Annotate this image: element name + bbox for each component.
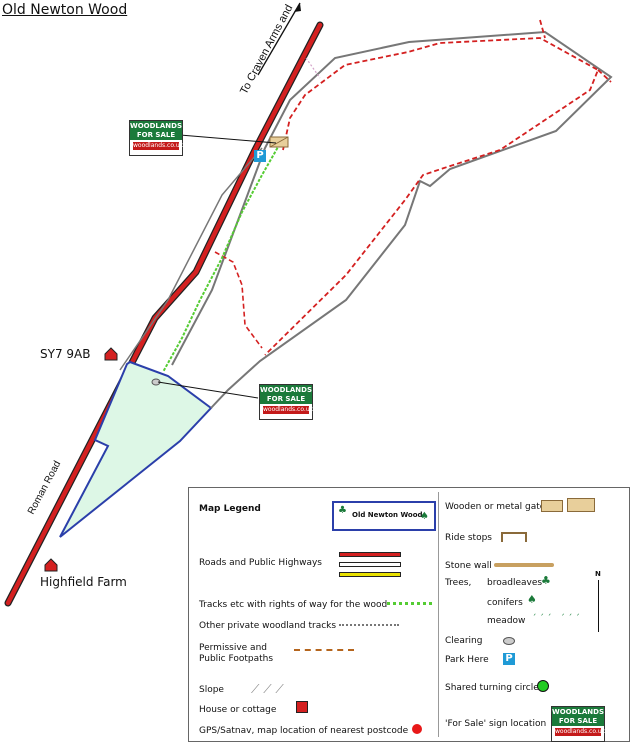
wood-boundary-north <box>539 19 546 39</box>
wood-boundary-dashed <box>264 37 600 356</box>
legend-house-icon <box>296 701 308 713</box>
house-icon-postcode <box>104 347 118 361</box>
sign-url: woodlands.co.uk <box>133 142 184 150</box>
legend-forsale-label: 'For Sale' sign location <box>445 719 547 729</box>
legend-clearing-label: Clearing <box>445 636 483 646</box>
legend-house-label: House or cottage <box>199 705 277 715</box>
sign-url: woodlands.co.uk <box>263 406 314 414</box>
sign-line2: FOR SALE <box>136 131 176 139</box>
map-legend: Map Legend ♣ Old Newton Wood ♠ Roads and… <box>188 487 630 742</box>
sign-line1: WOODLANDS <box>130 122 183 130</box>
woodland-area <box>59 360 213 538</box>
legend-divider <box>438 492 439 737</box>
legend-slope-label: Slope <box>199 685 224 695</box>
legend-wood-name: Old Newton Wood <box>352 511 423 519</box>
sign-line1: WOODLANDS <box>260 386 313 394</box>
direction-arrow <box>257 2 301 76</box>
boundary-pink-north <box>305 57 321 79</box>
legend-wood-box: ♣ Old Newton Wood ♠ <box>332 501 436 531</box>
legend-trees-label: Trees, <box>445 578 472 588</box>
legend-park-label: Park Here <box>445 655 489 665</box>
direction-arrowhead <box>294 3 301 12</box>
legend-gates-label: Wooden or metal gates <box>445 502 550 512</box>
clearing-icon <box>503 637 515 645</box>
legend-road-white <box>339 562 401 567</box>
broadleaf-icon: ♣ <box>541 574 551 587</box>
legend-gate-wood-icon <box>541 500 563 512</box>
legend-conifers-label: conifers <box>487 598 523 608</box>
right-of-way-track <box>162 139 283 373</box>
legend-roads-label: Roads and Public Highways <box>199 558 322 568</box>
legend-tracks-line <box>387 602 432 605</box>
gate-icon <box>269 136 289 148</box>
legend-road-yellow <box>339 572 401 577</box>
north-label: N <box>595 570 601 578</box>
park-here-icon: P <box>503 653 515 665</box>
legend-wall-label: Stone wall <box>445 561 492 571</box>
sign-pointer-2 <box>157 381 259 399</box>
sign-line2: FOR SALE <box>266 395 306 403</box>
internal-ride-dashed <box>214 251 263 349</box>
legend-road-red <box>339 552 401 557</box>
conifer-icon: ♠ <box>527 593 537 606</box>
ride-stop-icon <box>501 532 527 542</box>
legend-private-line <box>339 624 399 626</box>
legend-permissive-line <box>294 649 354 651</box>
postcode-label: SY7 9AB <box>40 347 91 361</box>
broadleaf-icon: ♠ <box>420 511 429 522</box>
legend-permissive-1: Permissive and <box>199 643 267 653</box>
map-title: Old Newton Wood <box>2 2 128 18</box>
sign-url: woodlands.co.uk <box>555 728 606 736</box>
sign-line2: FOR SALE <box>558 717 598 725</box>
private-track-main <box>171 30 613 409</box>
park-here-icon: P <box>254 150 266 162</box>
slope-icon: ⟋ ⟋ ⟋ <box>251 682 284 696</box>
legend-broadleaves-label: broadleaves <box>487 578 543 588</box>
gps-marker-icon <box>412 724 422 734</box>
house-icon-farm <box>44 558 58 572</box>
north-arrow <box>598 580 599 632</box>
legend-ride-label: Ride stops <box>445 533 492 543</box>
tree-icon: ♣ <box>338 505 347 516</box>
legend-turning-label: Shared turning circle <box>445 683 539 693</box>
farm-label: Highfield Farm <box>40 575 127 589</box>
meadow-icon: ˊˊˊ ˊˊˊ <box>532 614 583 624</box>
turning-circle-icon <box>537 680 549 692</box>
legend-private-label: Other private woodland tracks <box>199 621 337 631</box>
legend-tracks-label: Tracks etc with rights of way for the wo… <box>199 600 388 610</box>
legend-permissive-2: Public Footpaths <box>199 654 274 664</box>
sign-line1: WOODLANDS <box>552 708 605 716</box>
legend-wall-line <box>494 563 554 567</box>
legend-gps-label: GPS/Satnav, map location of nearest post… <box>199 726 409 736</box>
sign-pointer-1 <box>179 134 277 144</box>
wood-boundary-east <box>597 69 612 83</box>
legend-meadow-label: meadow <box>487 616 526 626</box>
legend-gate-metal-icon <box>567 498 595 512</box>
private-track-west <box>119 147 263 371</box>
legend-heading: Map Legend <box>199 504 261 514</box>
